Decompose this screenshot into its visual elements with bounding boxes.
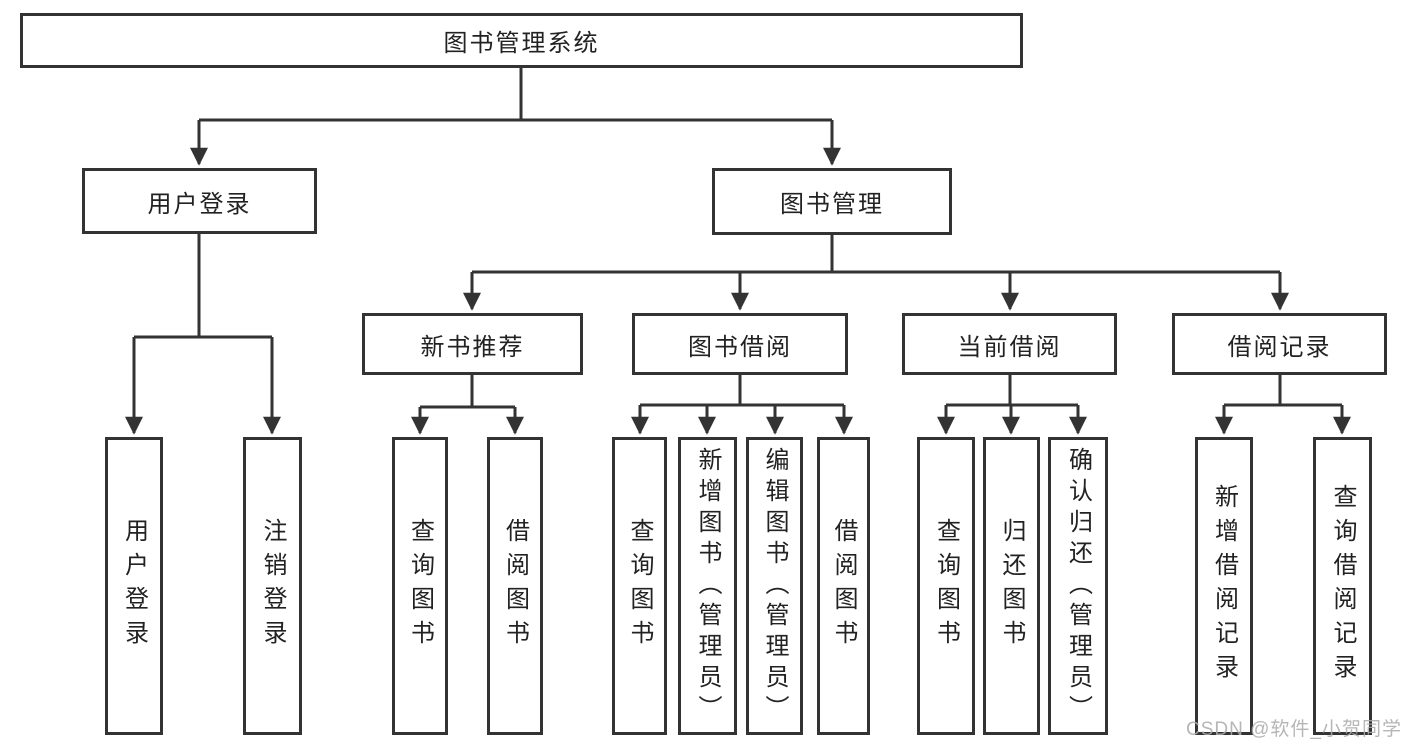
leaf-user-login: 用户登录 — [105, 437, 163, 735]
leaf-borrowing-edit-books-admin-label: 编辑图书（管理员） — [761, 446, 788, 726]
leaf-records-add-borrow-record: 新增借阅记录 — [1195, 437, 1253, 735]
node-user-login-label: 用户登录 — [147, 190, 252, 218]
leaf-borrowing-query-books: 查询图书 — [612, 437, 667, 735]
leaf-newbook-query-books-label: 查询图书 — [406, 518, 434, 654]
leaf-borrowing-edit-books-admin: 编辑图书（管理员） — [746, 437, 803, 735]
leaf-records-query-borrow-record-label: 查询借阅记录 — [1329, 484, 1356, 688]
node-book-borrowing-label: 图书借阅 — [688, 333, 792, 361]
leaf-newbook-borrow-books-label: 借阅图书 — [501, 518, 529, 654]
leaf-current-return-books-label: 归还图书 — [998, 518, 1025, 654]
node-root: 图书管理系统 — [20, 13, 1023, 68]
node-book-management: 图书管理 — [712, 168, 952, 235]
leaf-user-login-label: 用户登录 — [120, 518, 148, 654]
leaf-records-query-borrow-record: 查询借阅记录 — [1313, 437, 1372, 735]
leaf-records-add-borrow-record-label: 新增借阅记录 — [1210, 484, 1238, 688]
leaf-current-query-books-label: 查询图书 — [932, 518, 960, 654]
leaf-logout: 注销登录 — [243, 437, 302, 735]
node-user-login: 用户登录 — [82, 168, 317, 234]
leaf-borrowing-query-books-label: 查询图书 — [626, 518, 653, 654]
leaf-newbook-query-books: 查询图书 — [392, 437, 448, 735]
csdn-watermark: CSDN @软件_小贺同学 — [1186, 719, 1402, 740]
node-book-management-label: 图书管理 — [780, 191, 884, 218]
node-borrowing-records: 借阅记录 — [1172, 313, 1387, 375]
node-borrowing-records-label: 借阅记录 — [1227, 333, 1332, 361]
node-book-borrowing: 图书借阅 — [632, 313, 848, 375]
node-new-book-recommendation-label: 新书推荐 — [420, 333, 525, 361]
leaf-borrowing-add-books-admin-label: 新增图书（管理员） — [694, 446, 721, 726]
leaf-current-confirm-return-admin-label: 确认归还（管理员） — [1064, 446, 1092, 726]
leaf-newbook-borrow-books: 借阅图书 — [487, 437, 543, 735]
leaf-current-query-books: 查询图书 — [917, 437, 975, 735]
node-current-borrowing-label: 当前借阅 — [957, 333, 1062, 361]
leaf-current-return-books: 归还图书 — [983, 437, 1040, 735]
leaf-borrowing-borrow-books: 借阅图书 — [817, 437, 870, 735]
node-new-book-recommendation: 新书推荐 — [362, 313, 583, 375]
leaf-current-confirm-return-admin: 确认归还（管理员） — [1048, 437, 1108, 735]
leaf-logout-label: 注销登录 — [259, 518, 286, 654]
leaf-borrowing-add-books-admin: 新增图书（管理员） — [678, 437, 737, 735]
node-current-borrowing: 当前借阅 — [902, 313, 1117, 375]
leaf-borrowing-borrow-books-label: 借阅图书 — [830, 518, 857, 654]
node-root-label: 图书管理系统 — [443, 30, 600, 57]
